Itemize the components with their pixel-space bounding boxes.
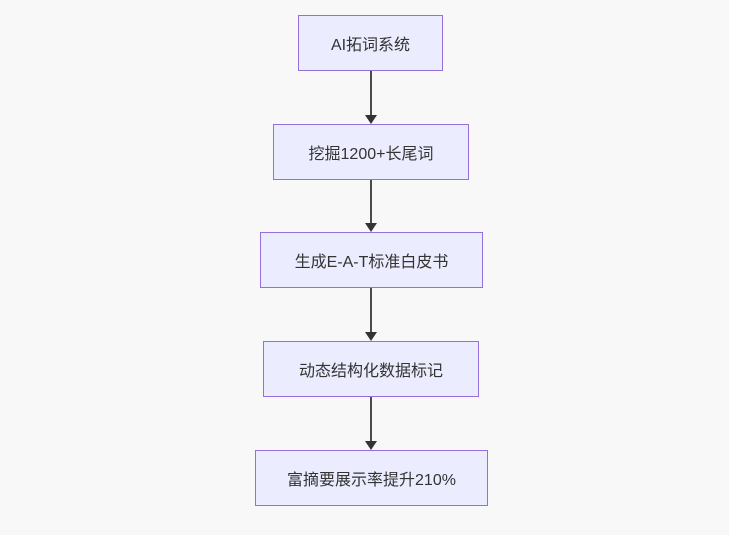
flow-node-eat-whitepaper: 生成E-A-T标准白皮书 (260, 232, 483, 288)
flow-arrow-4 (365, 397, 377, 450)
arrow-line (370, 288, 372, 332)
flow-node-label: 富摘要展示率提升210% (287, 472, 456, 489)
flow-node-longtail-mining: 挖掘1200+长尾词 (273, 124, 469, 180)
flow-node-label: AI拓词系统 (330, 37, 411, 54)
flow-node-label: 动态结构化数据标记 (298, 363, 443, 380)
flow-arrow-3 (365, 288, 377, 341)
arrow-line (370, 397, 372, 441)
flow-arrow-1 (365, 71, 377, 124)
arrowhead-icon (365, 441, 377, 450)
flow-node-rich-snippet-result: 富摘要展示率提升210% (255, 450, 488, 506)
arrow-line (370, 71, 372, 115)
flow-node-structured-data: 动态结构化数据标记 (263, 341, 479, 397)
flow-node-label: 挖掘1200+长尾词 (308, 146, 434, 163)
flow-node-label: 生成E-A-T标准白皮书 (294, 254, 449, 271)
arrowhead-icon (365, 223, 377, 232)
arrowhead-icon (365, 115, 377, 124)
arrow-line (370, 180, 372, 223)
arrowhead-icon (365, 332, 377, 341)
flow-arrow-2 (365, 180, 377, 232)
flow-node-ai-word-expansion: AI拓词系统 (298, 15, 443, 71)
